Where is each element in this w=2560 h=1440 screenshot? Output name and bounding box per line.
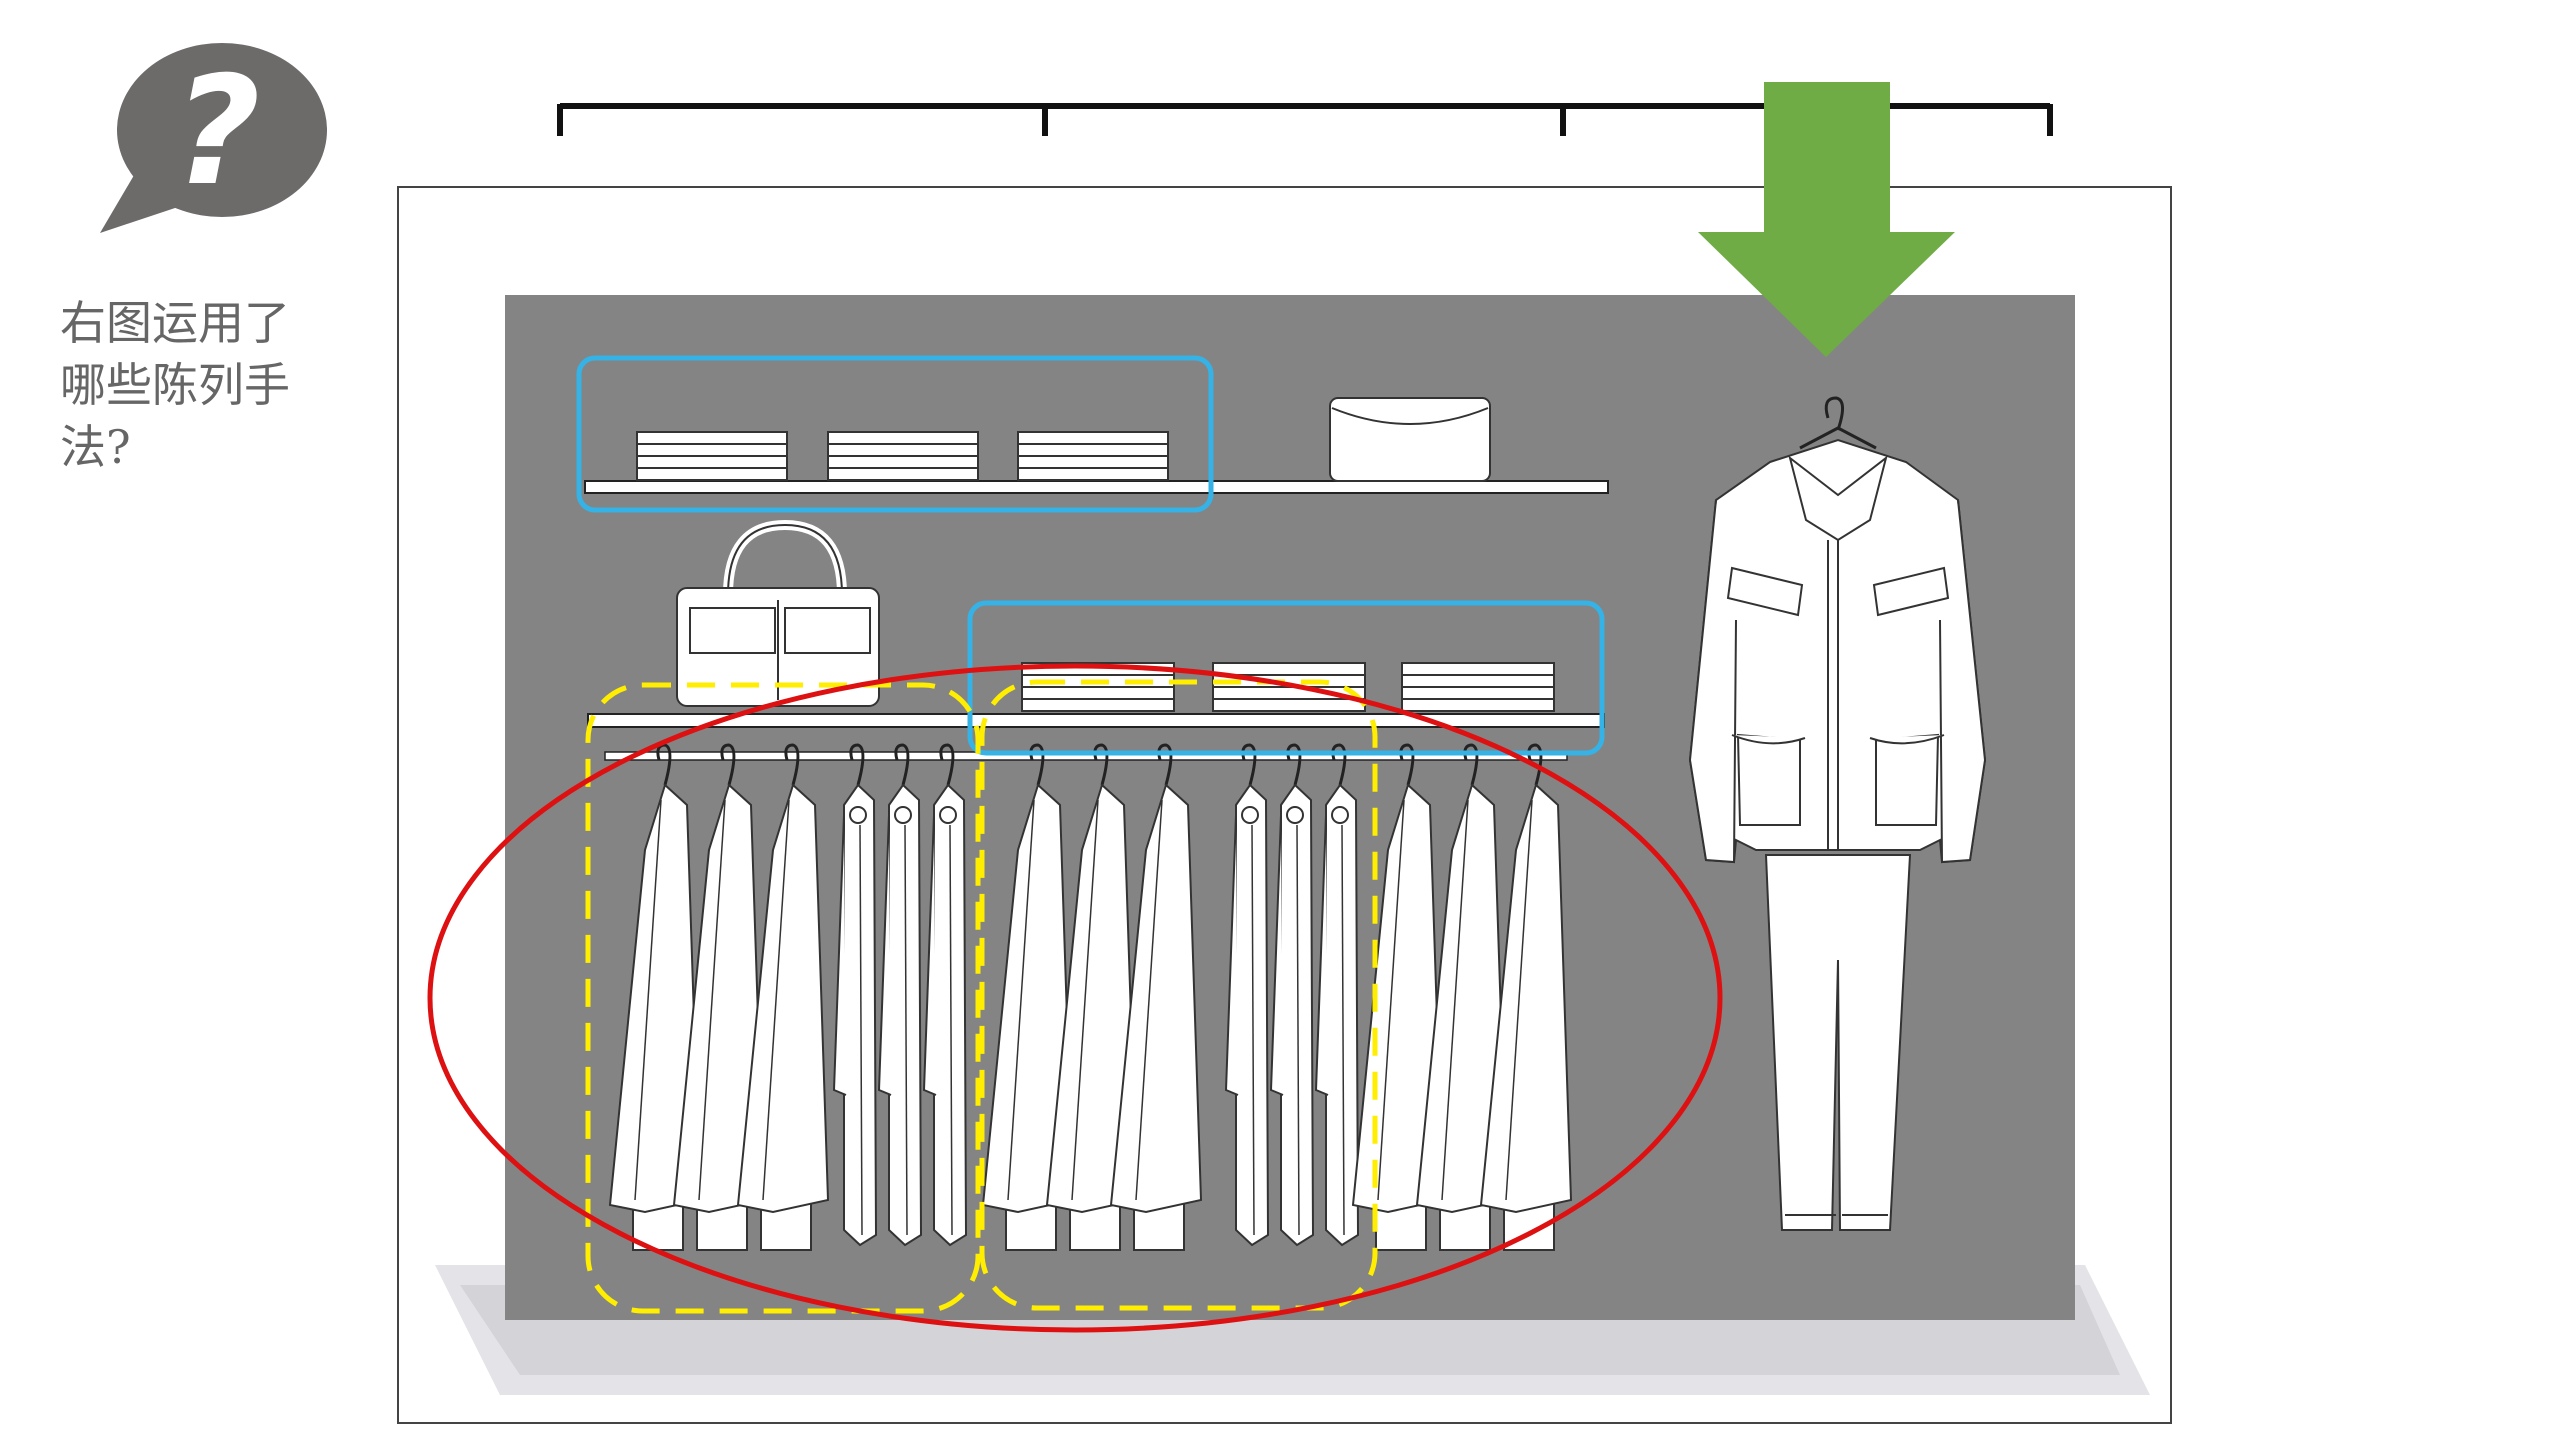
hanging-shirt xyxy=(832,743,878,1247)
hanging-jacket xyxy=(672,743,766,1251)
hanging-shirt xyxy=(922,743,968,1247)
folded-stack-3 xyxy=(1017,431,1169,481)
folded-stack-6 xyxy=(1401,662,1555,712)
folded-stack-1 xyxy=(636,431,788,481)
question-bubble-icon: ? xyxy=(100,43,327,233)
hanging-jacket xyxy=(1479,743,1573,1251)
hanging-jacket xyxy=(608,743,702,1251)
folded-stack-2 xyxy=(827,431,979,481)
question-text: 右图运用了哪些陈列手法? xyxy=(60,296,290,474)
lower-folded-stacks xyxy=(1021,662,1555,712)
blue-highlight-upper xyxy=(576,355,1214,513)
hanging-jacket xyxy=(1045,743,1139,1251)
full-outfit-display xyxy=(1688,396,1987,1231)
hanging-jacket xyxy=(981,743,1075,1251)
upper-folded-stacks xyxy=(636,431,1169,481)
handbag xyxy=(676,519,880,707)
question-mark-glyph: ? xyxy=(173,45,260,219)
hanging-shirt xyxy=(1224,743,1270,1247)
green-down-arrow xyxy=(1698,82,1955,357)
blue-highlight-lower xyxy=(967,600,1605,756)
red-highlight-ellipse xyxy=(427,663,1723,1333)
folded-stack-5 xyxy=(1212,662,1366,712)
hanging-shirt xyxy=(1314,743,1360,1247)
hanging-jacket xyxy=(1109,743,1203,1251)
yellow-dashed-group-left xyxy=(585,682,981,1314)
hanging-garments xyxy=(608,743,1573,1251)
hanging-jacket xyxy=(736,743,830,1251)
upper-shelf xyxy=(584,480,1609,494)
clutch-bag xyxy=(1329,397,1491,482)
hanging-shirt xyxy=(1269,743,1315,1247)
hanging-shirt xyxy=(877,743,923,1247)
trousers xyxy=(1764,854,1912,1231)
yellow-dashed-group-right xyxy=(979,679,1378,1311)
